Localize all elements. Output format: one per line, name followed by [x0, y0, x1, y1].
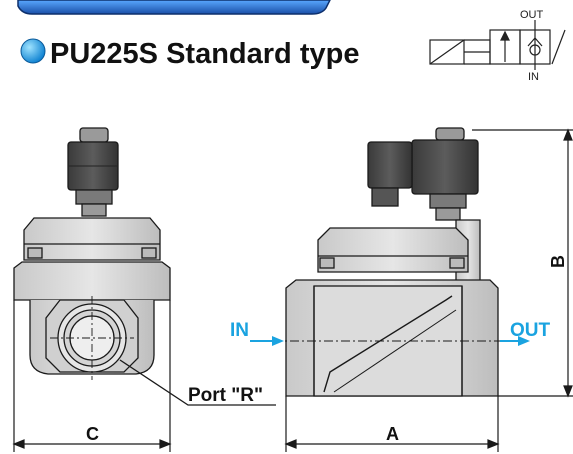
- side-view: [285, 127, 499, 397]
- dim-a-label: A: [386, 424, 399, 444]
- title-bullet-icon: [20, 38, 46, 64]
- title-text: PU225S Standard type: [50, 38, 359, 70]
- dim-c-label: C: [86, 424, 99, 444]
- symbol-in-label: IN: [528, 71, 539, 83]
- in-label: IN: [230, 320, 249, 341]
- dim-b-label: B: [548, 255, 568, 268]
- dim-b: [472, 128, 573, 398]
- dim-a: [284, 396, 500, 452]
- header-tab: [17, 0, 331, 15]
- out-arrow-icon: [518, 336, 530, 346]
- in-arrow-icon: [272, 336, 284, 346]
- dim-c: [12, 300, 172, 452]
- end-view: [13, 127, 171, 380]
- valve-symbol: OUT IN: [429, 9, 566, 83]
- port-leader: [119, 359, 276, 406]
- page-title: PU225S Standard type: [20, 38, 359, 70]
- symbol-out-label: OUT: [520, 9, 544, 21]
- port-label: Port "R": [188, 385, 263, 406]
- out-label: OUT: [510, 320, 551, 341]
- flow-line: [250, 336, 530, 346]
